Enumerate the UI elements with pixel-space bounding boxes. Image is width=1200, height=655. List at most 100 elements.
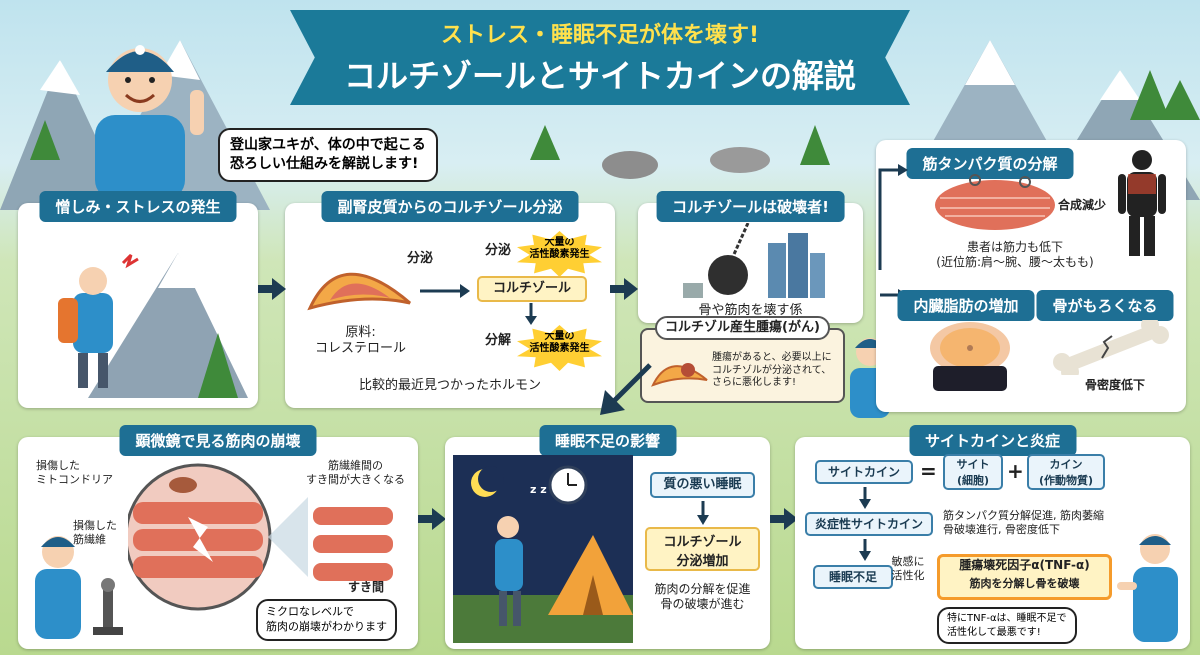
tumor-title: コルチゾル産生腫瘍(がん): [655, 316, 830, 341]
secrete-label-2: 分泌: [485, 243, 512, 258]
material-label-1: 原料:: [345, 325, 376, 340]
title-main: コルチゾールとサイトカインの解説: [343, 57, 856, 95]
tumor-text-2: コルチゾルが分泌されて、: [712, 364, 832, 376]
cortisol-box: コルチゾール: [477, 276, 587, 302]
cortisol-increase-2: 分泌増加: [676, 554, 729, 569]
title-banner: [290, 10, 910, 105]
flow-arrow-2: [610, 278, 638, 300]
stressed-climber-illustration: [58, 253, 248, 398]
tumor-text-1: 腫瘍があると、必要以上に: [712, 352, 832, 363]
panel-sleep: 睡眠不足の影響 z z 質の悪い睡眠 コルチゾール 分泌増加 筋肉の: [445, 425, 770, 649]
flow-arrow-1: [258, 278, 286, 300]
panel-bone-header: 骨がもろくなる: [1036, 290, 1174, 321]
tnf-bubble: 特にTNF-αは、睡眠不足で 活性化して最悪です!: [937, 607, 1077, 644]
cytokine-effects: 筋タンパク質分解促進, 筋肉萎縮 骨破壊進行, 骨密度低下: [943, 509, 1104, 537]
panel-destroyer-header: コルチゾールは破壊者!: [656, 191, 845, 222]
gap-short-label: すき間: [348, 580, 385, 594]
cytokine-box: サイトカイン: [815, 460, 913, 484]
decompose-label: 分解: [485, 333, 512, 348]
flow-arrow-down-left: [600, 363, 652, 415]
intro-line-1: 登山家ユキが、体の中で起こる: [230, 137, 426, 153]
panel-visceral-header: 内臓脂肪の増加: [897, 290, 1035, 321]
muscle-microscope-illustration: [128, 463, 393, 611]
gap-label: 筋繊維間の すき間が大きくなる: [306, 459, 405, 487]
panel-muscle-header: 筋タンパク質の分解: [906, 148, 1074, 179]
kine-agent-1: カイン: [1049, 458, 1083, 471]
arrow-down-icon: [697, 501, 709, 525]
cyto-cell-2: (細胞): [956, 474, 990, 487]
adrenal-footer: 比較的最近見つかったホルモン: [358, 378, 541, 393]
arrow-icon: [420, 284, 470, 298]
poor-sleep-box: 質の悪い睡眠: [650, 472, 755, 498]
intro-line-2: 恐ろしい仕組みを解説します!: [230, 155, 419, 172]
arrow-down-icon: [859, 487, 871, 509]
cyto-cell-1: サイト: [956, 458, 990, 471]
panel-stress: 憎しみ・ストレスの発生: [18, 191, 258, 408]
panel-cytokine: サイトカインと炎症 サイトカイン = サイト (細胞) + カイン (作動物質)…: [795, 425, 1190, 649]
destroyer-caption: 骨や筋肉を壊す係: [698, 303, 803, 318]
wrecking-ball-illustration: [683, 223, 825, 298]
panel-adrenal: 副腎皮質からのコルチゾール分泌 分泌 原料: コレステロール 分泌 大量の 活性…: [285, 191, 615, 408]
muscle-breakdown-illustration: [935, 174, 1055, 230]
sleep-lack-box: 睡眠不足: [813, 565, 893, 589]
bone-caption: 骨密度低下: [1085, 378, 1146, 392]
panel-microscope-header: 顕微鏡で見る筋肉の崩壊: [119, 425, 317, 456]
panel-stress-header: 憎しみ・ストレスの発生: [39, 191, 237, 222]
panel-microscope: 顕微鏡で見る筋肉の崩壊 損傷した ミトコンドリア 損傷した 筋繊維 筋繊維間の …: [18, 425, 418, 649]
arrow-down-icon: [525, 303, 537, 325]
active-oxygen-burst-bottom: 大量の 活性酸素発生: [517, 325, 602, 371]
sleep-caption-1: 筋肉の分解を促進: [654, 582, 751, 596]
flow-arrow-3: [418, 508, 446, 530]
mito-label-1: 損傷した: [36, 459, 80, 472]
secrete-label: 分泌: [407, 251, 434, 266]
cortisol-increase-1: コルチゾール: [663, 535, 742, 550]
sleep-caption: 筋肉の分解を促進 骨の破壊が進む: [640, 582, 765, 612]
flow-arrow-4: [770, 508, 798, 530]
sleep-caption-2: 骨の破壊が進む: [660, 597, 745, 611]
belly-fat-illustration: [930, 322, 1010, 391]
material-label-2: コレステロール: [315, 341, 407, 357]
patient-note: 患者は筋力も低下 (近位筋:肩〜腕、腰〜太もも): [905, 240, 1125, 270]
cytokine-effect-1: 筋タンパク質分解促進, 筋肉萎縮: [943, 509, 1104, 522]
panel-adrenal-header: 副腎皮質からのコルチゾール分泌: [321, 191, 579, 222]
tumor-gland-illustration: [651, 363, 708, 387]
title-subtitle: ストレス・睡眠不足が体を壊す!: [440, 23, 760, 48]
intro-speech-bubble: 登山家ユキが、体の中で起こる 恐ろしい仕組みを解説します!: [218, 128, 438, 182]
tnf-bubble-2: 活性化して最悪です!: [947, 626, 1041, 638]
burst-top-1: 大量の: [544, 237, 575, 248]
cytokine-effect-2: 骨破壊進行, 骨密度低下: [943, 522, 1060, 536]
equals-sign: =: [920, 459, 937, 483]
burst-top-2: 活性酸素発生: [529, 248, 590, 260]
mito-label: 損傷した ミトコンドリア: [36, 459, 113, 487]
material-label: 原料: コレステロール: [315, 325, 406, 358]
tnf-title: 腫瘍壊死因子α(TNF-α): [959, 558, 1090, 572]
panel-sleep-header: 睡眠不足の影響: [538, 425, 677, 456]
gap-label-2: すき間が大きくなる: [306, 472, 405, 486]
cortisol-increase-box: コルチゾール 分泌増加: [645, 527, 760, 571]
gap-label-1: 筋繊維間の: [328, 459, 383, 472]
arrow-down-icon: [859, 539, 871, 561]
branch-arrow-icon: [878, 164, 908, 300]
burst-bottom-1: 大量の: [544, 331, 575, 342]
kine-agent-2: (作動物質): [1038, 474, 1094, 487]
tumor-text: 腫瘍があると、必要以上に コルチゾルが分泌されて、 さらに悪化します!: [712, 352, 832, 390]
climber-pointing-illustration: [1117, 534, 1178, 642]
microscope-bubble-1: ミクロなレベルで: [266, 605, 354, 618]
patient-note-1: 患者は筋力も低下: [966, 240, 1063, 254]
sensitive-2: 活性化: [891, 568, 925, 582]
climber-microscope-illustration: [35, 536, 123, 639]
human-body-silhouette: [1118, 150, 1166, 256]
mito-label-2: ミトコンドリア: [36, 472, 113, 486]
microscope-bubble: ミクロなレベルで 筋肉の崩壊がわかります: [256, 599, 397, 641]
fiber-label-1: 損傷した: [73, 519, 117, 532]
adrenal-gland-illustration: [307, 272, 411, 311]
panel-cytokine-header: サイトカインと炎症: [908, 425, 1077, 456]
sensitive-label: 敏感に 活性化: [883, 555, 933, 583]
inflammatory-cytokine-box: 炎症性サイトカイン: [805, 512, 933, 536]
night-camp-illustration: [453, 455, 633, 643]
fiber-label: 損傷した 筋繊維: [73, 519, 117, 547]
fiber-label-2: 筋繊維: [73, 532, 106, 546]
kine-agent-box: カイン (作動物質): [1027, 454, 1105, 490]
patient-note-2: (近位筋:肩〜腕、腰〜太もも): [936, 255, 1094, 269]
